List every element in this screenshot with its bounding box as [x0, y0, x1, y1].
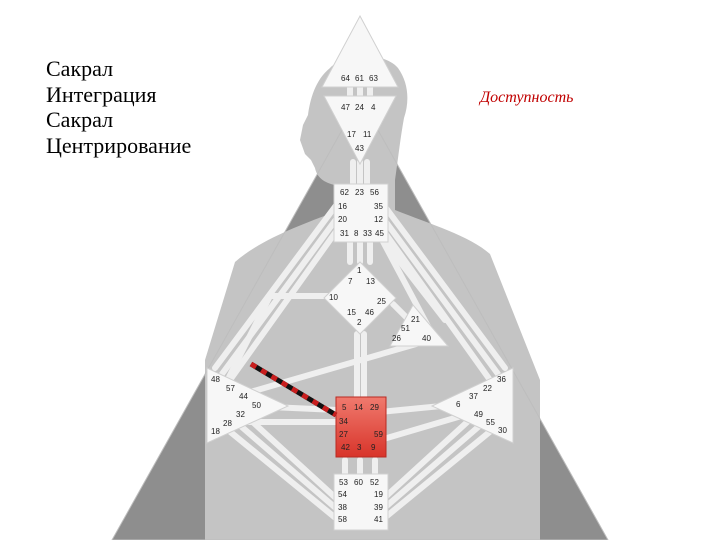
gate-12: 12	[374, 215, 383, 224]
gate-28: 28	[223, 419, 232, 428]
gate-19: 19	[374, 490, 383, 499]
gate-14: 14	[354, 403, 363, 412]
gate-61: 61	[355, 74, 364, 83]
center-name-3: Сакрал	[46, 107, 114, 132]
gate-40: 40	[422, 334, 431, 343]
gate-10: 10	[329, 293, 338, 302]
gate-60: 60	[354, 478, 363, 487]
gate-41: 41	[374, 515, 383, 524]
gate-15: 15	[347, 308, 356, 317]
gate-58: 58	[338, 515, 347, 524]
gate-54: 54	[338, 490, 347, 499]
gate-53: 53	[339, 478, 348, 487]
gate-31: 31	[340, 229, 349, 238]
gate-37: 37	[469, 392, 478, 401]
gate-26: 26	[392, 334, 401, 343]
center-name-1: Сакрал	[46, 56, 114, 81]
gate-22: 22	[483, 384, 492, 393]
ego-center: 21 51 26 40	[389, 304, 450, 347]
gate-4: 4	[371, 103, 376, 112]
gate-55: 55	[486, 418, 495, 427]
gate-50: 50	[252, 401, 261, 410]
gate-57: 57	[226, 384, 235, 393]
gate-11: 11	[363, 130, 372, 139]
gate-47: 47	[341, 103, 350, 112]
gate-48: 48	[211, 375, 220, 384]
gate-33: 33	[363, 229, 372, 238]
gate-27: 27	[339, 430, 348, 439]
g-center: 1 7 13 10 25 15 46 2	[323, 261, 397, 335]
center-name-4: Центрирование	[46, 132, 192, 158]
center-name-2: Интеграция	[46, 81, 157, 107]
gate-25: 25	[377, 297, 386, 306]
gate-52: 52	[370, 478, 379, 487]
head-center: 64 61 63	[321, 14, 399, 88]
center-names: Сакрал Интеграция Сакрал Центрирование	[46, 56, 206, 158]
gate-1: 1	[357, 266, 362, 275]
gate-62: 62	[340, 188, 349, 197]
throat-center: 62 23 56 16 35 20 12 31 8 33 45	[333, 183, 389, 243]
sacral-center: 5 14 29 34 27 59 42 3 9	[335, 396, 387, 458]
gate-20: 20	[338, 215, 347, 224]
gate-36: 36	[497, 375, 506, 384]
gate-59: 59	[374, 430, 383, 439]
availability-label: Доступность	[480, 89, 574, 106]
root-center: 53 60 52 54 19 38 39 58 41	[333, 473, 389, 531]
gate-5: 5	[342, 403, 347, 412]
gate-2: 2	[357, 318, 362, 327]
gate-17: 17	[347, 130, 356, 139]
gate-49: 49	[474, 410, 483, 419]
gate-34: 34	[339, 417, 348, 426]
gate-13: 13	[366, 277, 375, 286]
ajna-center: 47 24 4 17 11 43	[323, 95, 397, 166]
gate-39: 39	[374, 503, 383, 512]
gate-9: 9	[371, 443, 376, 452]
gate-16: 16	[338, 202, 347, 211]
gate-8: 8	[354, 229, 359, 238]
gate-7: 7	[348, 277, 353, 286]
gate-43: 43	[355, 144, 364, 153]
gate-38: 38	[338, 503, 347, 512]
gate-44: 44	[239, 392, 248, 401]
spleen-center: 48 57 44 50 32 28 18	[206, 367, 290, 444]
gate-30: 30	[498, 426, 507, 435]
gate-23: 23	[355, 188, 364, 197]
gate-64: 64	[341, 74, 350, 83]
gate-32: 32	[236, 410, 245, 419]
gate-56: 56	[370, 188, 379, 197]
gate-18: 18	[211, 427, 220, 436]
gate-42: 42	[341, 443, 350, 452]
gate-45: 45	[375, 229, 384, 238]
gate-51: 51	[401, 324, 410, 333]
gate-6: 6	[456, 400, 461, 409]
gate-3: 3	[357, 443, 362, 452]
gate-21: 21	[411, 315, 420, 324]
channels	[212, 83, 508, 523]
gate-46: 46	[365, 308, 374, 317]
gate-35: 35	[374, 202, 383, 211]
solar-plexus-center: 36 22 37 6 49 55 30	[430, 367, 514, 444]
gate-29: 29	[370, 403, 379, 412]
highlighted-channel	[249, 361, 338, 418]
gate-24: 24	[355, 103, 364, 112]
gate-63: 63	[369, 74, 378, 83]
